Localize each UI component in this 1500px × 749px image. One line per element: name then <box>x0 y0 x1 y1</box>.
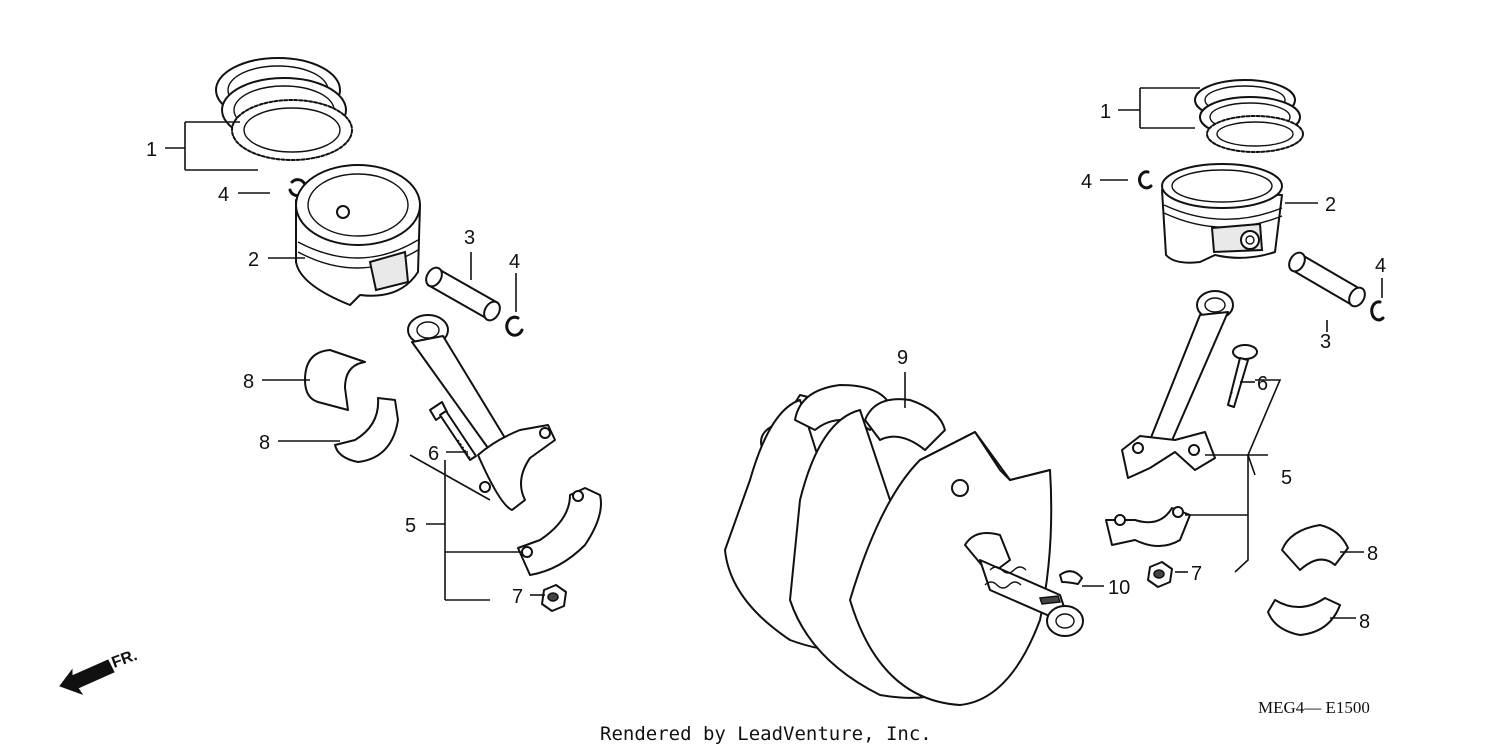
callout-4-right-top: 4 <box>1081 171 1092 193</box>
callout-1-left: 1 <box>146 139 157 161</box>
callout-8-right-lower: 8 <box>1359 611 1370 633</box>
diagram-code: MEG4— E1500 <box>1258 698 1370 717</box>
crankshaft-key[interactable] <box>1059 570 1083 585</box>
right-connecting-rod[interactable] <box>1121 290 1234 479</box>
right-piston-rings[interactable] <box>1194 79 1304 153</box>
crankshaft[interactable] <box>724 384 1084 706</box>
left-rod-nut[interactable] <box>541 584 567 612</box>
left-piston-rings[interactable] <box>215 57 353 161</box>
right-pin-clip[interactable] <box>1370 300 1385 322</box>
callout-4-left-top: 4 <box>218 184 229 206</box>
right-rod-bolt[interactable] <box>1227 344 1258 408</box>
front-direction-indicator: FR. <box>59 647 140 695</box>
right-piston-pin[interactable] <box>1286 250 1368 309</box>
right-piston[interactable] <box>1161 163 1283 264</box>
callout-7-left: 7 <box>512 586 523 608</box>
left-piston[interactable] <box>295 164 421 306</box>
left-pin-clip[interactable] <box>505 315 524 337</box>
callout-8-right-upper: 8 <box>1367 543 1378 565</box>
leader-lines <box>165 87 1383 619</box>
right-piston-clip-top[interactable] <box>1138 170 1153 190</box>
right-bearing-upper[interactable] <box>1281 524 1349 571</box>
left-rod-cap[interactable] <box>517 487 602 576</box>
callout-4-left-pin: 4 <box>509 251 520 273</box>
right-rod-cap[interactable] <box>1105 506 1191 547</box>
callout-1-right: 1 <box>1100 101 1111 123</box>
front-direction-arrow-icon <box>59 659 115 695</box>
left-piston-pin[interactable] <box>423 265 503 323</box>
callout-2-left: 2 <box>248 249 259 271</box>
left-connecting-rod[interactable] <box>407 314 556 511</box>
callout-6-left: 6 <box>428 443 439 465</box>
callout-2-right: 2 <box>1325 194 1336 216</box>
callout-labels: 1 4 2 3 4 8 8 6 5 7 9 10 1 4 2 4 3 6 5 7… <box>146 101 1386 633</box>
left-bearing-upper[interactable] <box>304 349 366 411</box>
callout-3-left: 3 <box>464 227 475 249</box>
callout-5-right: 5 <box>1281 467 1292 489</box>
callout-6-right: 6 <box>1257 373 1268 395</box>
right-rod-nut[interactable] <box>1147 561 1173 588</box>
callout-3-right: 3 <box>1320 331 1331 353</box>
callout-10: 10 <box>1108 577 1130 599</box>
callout-4-right-pin: 4 <box>1375 255 1386 277</box>
front-direction-label: FR. <box>110 647 140 672</box>
callout-7-right: 7 <box>1191 563 1202 585</box>
footer-credit: Rendered by LeadVenture, Inc. <box>600 723 932 745</box>
right-bearing-lower[interactable] <box>1267 597 1341 636</box>
callout-8-left-upper: 8 <box>243 371 254 393</box>
left-rod-bolt[interactable] <box>429 401 477 461</box>
callout-9: 9 <box>897 347 908 369</box>
left-bearing-lower[interactable] <box>334 397 399 463</box>
callout-8-left-lower: 8 <box>259 432 270 454</box>
callout-5-left: 5 <box>405 515 416 537</box>
